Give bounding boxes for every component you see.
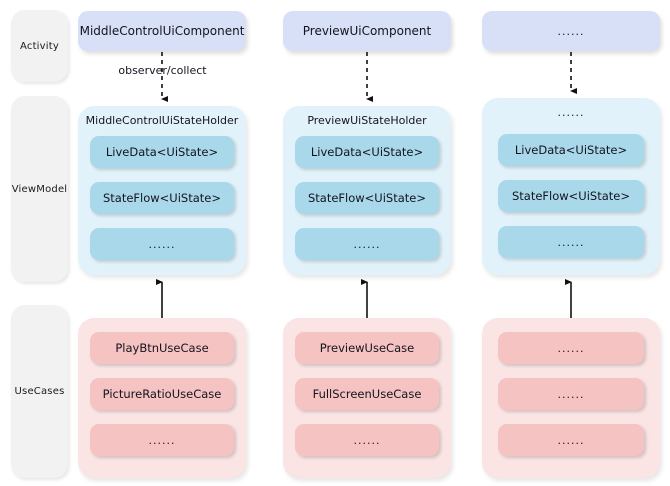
usecase-item-more-3c[interactable]: ...... (498, 424, 644, 456)
viewmodel-item-more-3[interactable]: ...... (498, 226, 644, 258)
viewmodel-container-preview: PreviewUiStateHolder LiveData<UiState> S… (283, 106, 451, 275)
viewmodel-item-stateflow-3-label: StateFlow<UiState> (511, 189, 630, 203)
viewmodel-item-livedata-3[interactable]: LiveData<UiState> (498, 134, 644, 166)
viewmodel-item-more-1-label: ...... (148, 237, 176, 251)
usecases-container-middle-control: PlayBtnUseCase PictureRatioUseCase .....… (78, 318, 246, 478)
viewmodel-item-more-1[interactable]: ...... (90, 228, 234, 260)
usecase-item-fullscreen[interactable]: FullScreenUseCase (295, 378, 439, 410)
lane-label-activity: Activity (11, 10, 68, 82)
usecase-item-playbtn-label: PlayBtnUseCase (115, 341, 209, 355)
viewmodel-title-preview: PreviewUiStateHolder (307, 114, 427, 127)
activity-box-middle-control[interactable]: MiddleControlUiComponent (78, 11, 246, 51)
usecase-item-more-1[interactable]: ...... (90, 424, 234, 456)
usecase-item-more-2[interactable]: ...... (295, 424, 439, 456)
usecase-item-more-2-label: ...... (353, 433, 381, 447)
viewmodel-container-more: ...... LiveData<UiState> StateFlow<UiSta… (482, 98, 660, 275)
viewmodel-item-livedata-2-label: LiveData<UiState> (310, 145, 424, 159)
lane-label-viewmodel: ViewModel (11, 96, 68, 282)
usecase-item-more-3b[interactable]: ...... (498, 378, 644, 410)
usecase-item-pictureratio[interactable]: PictureRatioUseCase (90, 378, 234, 410)
viewmodel-item-livedata-1[interactable]: LiveData<UiState> (90, 136, 234, 168)
usecase-item-preview[interactable]: PreviewUseCase (295, 332, 439, 364)
activity-box-more-label: ...... (557, 24, 585, 38)
activity-box-middle-control-label: MiddleControlUiComponent (79, 24, 245, 38)
usecase-item-playbtn[interactable]: PlayBtnUseCase (90, 332, 234, 364)
viewmodel-title-middle-control: MiddleControlUiStateHolder (85, 114, 239, 127)
viewmodel-item-livedata-1-label: LiveData<UiState> (105, 145, 219, 159)
viewmodel-item-livedata-2[interactable]: LiveData<UiState> (295, 136, 439, 168)
viewmodel-item-stateflow-1-label: StateFlow<UiState> (102, 191, 221, 205)
lane-label-usecases: UseCases (11, 305, 68, 478)
viewmodel-container-middle-control: MiddleControlUiStateHolder LiveData<UiSt… (78, 106, 246, 275)
viewmodel-item-more-2[interactable]: ...... (295, 228, 439, 260)
viewmodel-item-stateflow-3[interactable]: StateFlow<UiState> (498, 180, 644, 212)
viewmodel-item-more-3-label: ...... (557, 235, 585, 249)
usecase-item-more-3a-label: ...... (557, 341, 585, 355)
edge-label-observer-collect-1-text: observer/collect (118, 64, 207, 77)
viewmodel-title-more: ...... (557, 106, 585, 119)
edge-label-observer-collect-1: observer/collect (90, 64, 235, 77)
usecase-item-more-3c-label: ...... (557, 433, 585, 447)
lane-label-activity-text: Activity (20, 40, 59, 52)
usecases-container-more: ...... ...... ...... (482, 318, 660, 478)
activity-box-more[interactable]: ...... (482, 11, 660, 51)
lane-label-usecases-text: UseCases (14, 386, 65, 397)
usecase-item-more-1-label: ...... (148, 433, 176, 447)
viewmodel-item-stateflow-1[interactable]: StateFlow<UiState> (90, 182, 234, 214)
usecase-item-more-3a[interactable]: ...... (498, 332, 644, 364)
usecase-item-preview-label: PreviewUseCase (319, 341, 415, 355)
viewmodel-item-stateflow-2[interactable]: StateFlow<UiState> (295, 182, 439, 214)
usecase-item-fullscreen-label: FullScreenUseCase (312, 387, 422, 401)
activity-box-preview[interactable]: PreviewUiComponent (283, 11, 451, 51)
lane-label-viewmodel-text: ViewModel (11, 183, 68, 195)
activity-box-preview-label: PreviewUiComponent (302, 24, 432, 38)
viewmodel-item-more-2-label: ...... (353, 237, 381, 251)
viewmodel-item-livedata-3-label: LiveData<UiState> (514, 143, 628, 157)
usecase-item-more-3b-label: ...... (557, 387, 585, 401)
usecase-item-pictureratio-label: PictureRatioUseCase (102, 387, 222, 401)
usecases-container-preview: PreviewUseCase FullScreenUseCase ...... (283, 318, 451, 478)
viewmodel-item-stateflow-2-label: StateFlow<UiState> (307, 191, 426, 205)
